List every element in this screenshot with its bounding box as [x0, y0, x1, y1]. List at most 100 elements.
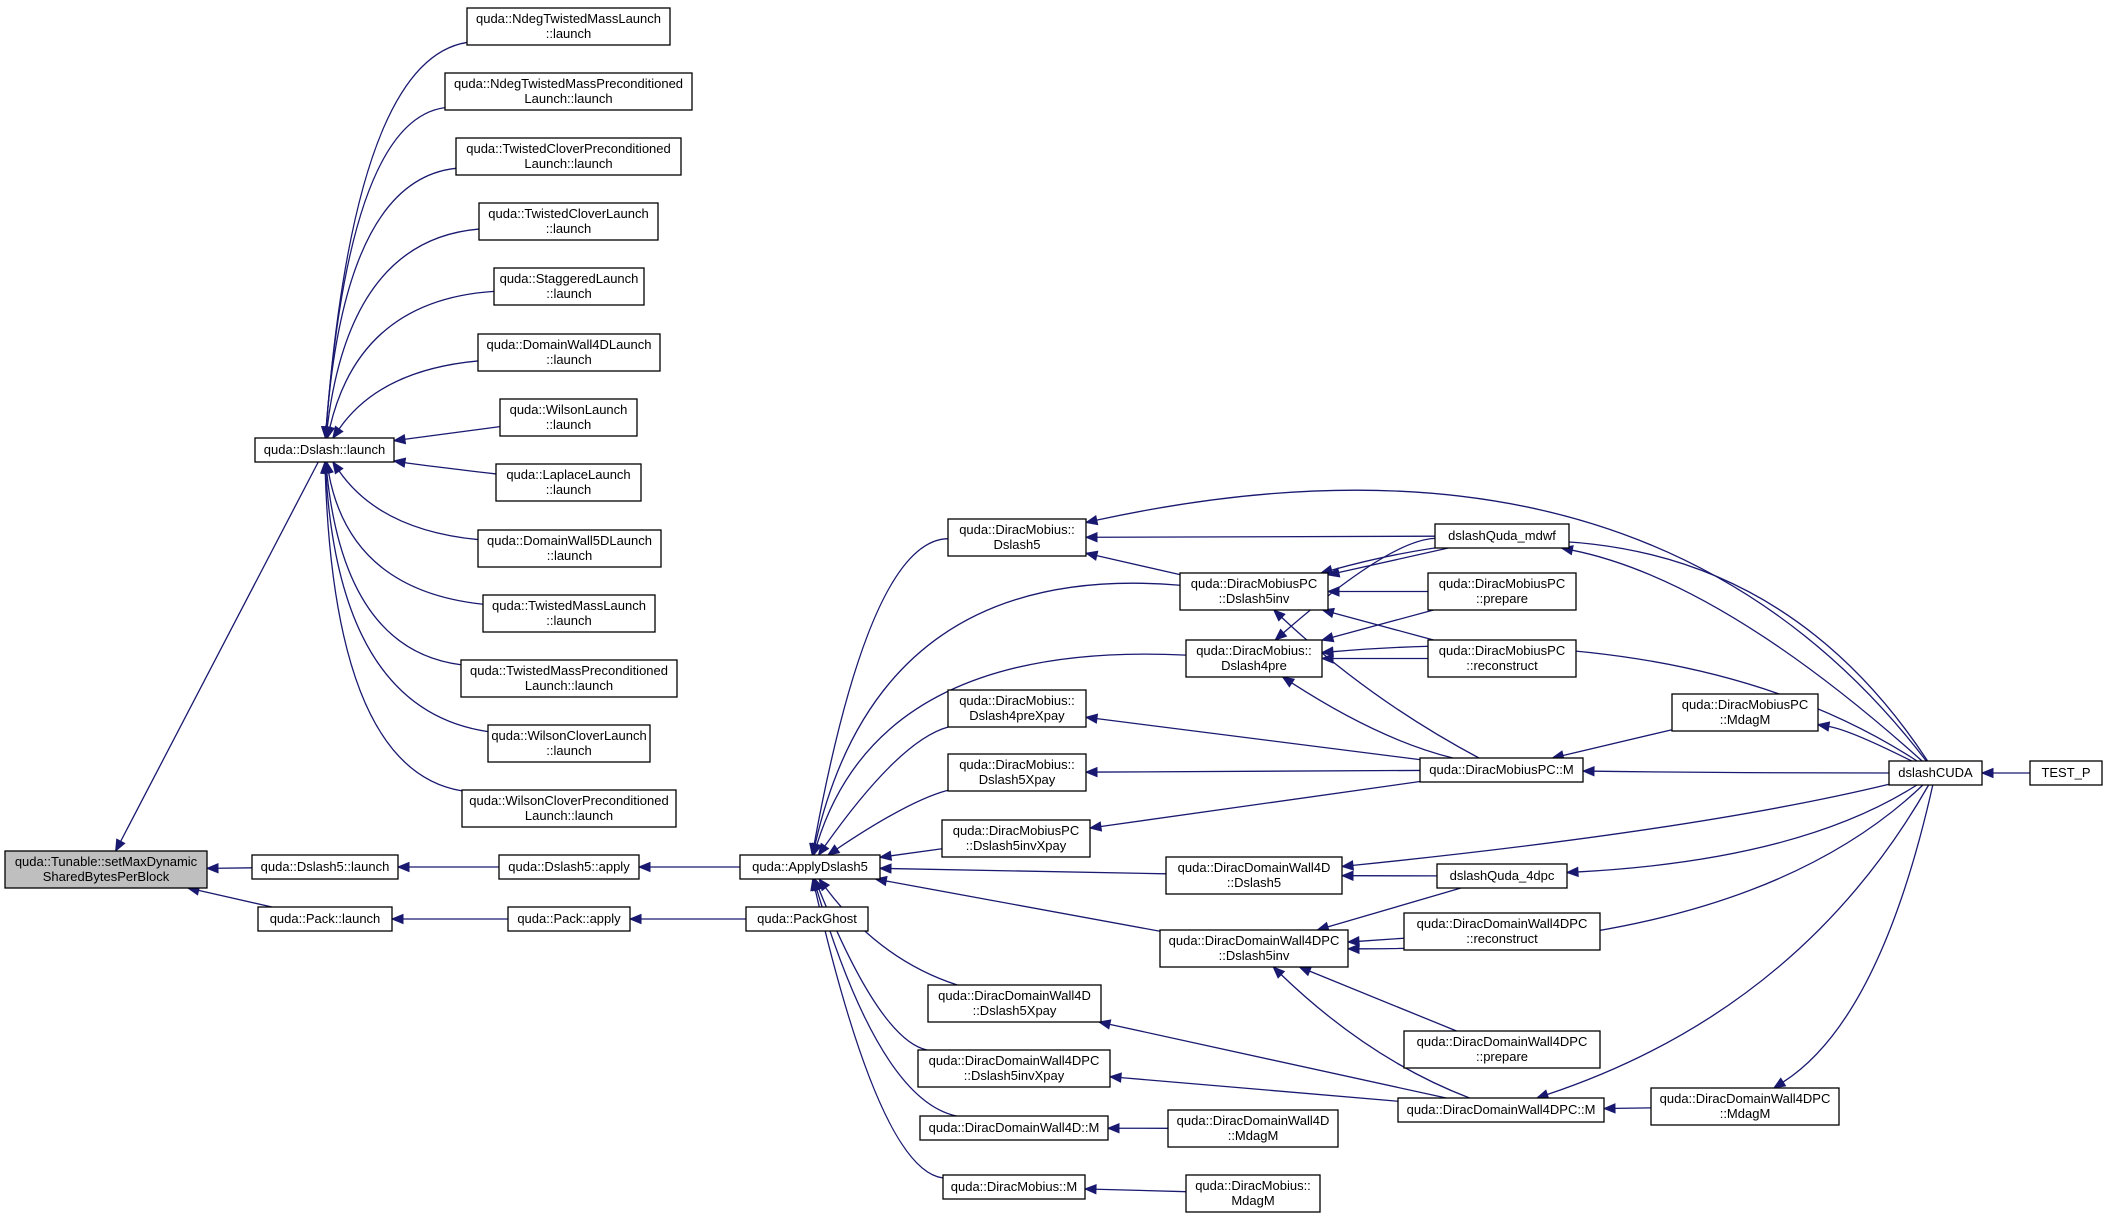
- node-label: quda::DiracDomainWall4DPC: [929, 1053, 1100, 1068]
- function-node[interactable]: dslashQuda_4dpc: [1436, 863, 1568, 889]
- function-node[interactable]: TEST_P: [2029, 760, 2103, 786]
- function-node[interactable]: quda::WilsonCloverLaunch::launch: [487, 724, 651, 763]
- function-node[interactable]: quda::Pack::apply: [507, 906, 631, 932]
- edge-n38-to-n24: [1088, 780, 1421, 832]
- function-node[interactable]: quda::Dslash5::apply: [498, 854, 640, 880]
- edge-n38-to-n29: [1272, 609, 1480, 759]
- node-label: ::launch: [547, 548, 593, 563]
- edge-n36-to-n29: [1326, 586, 1428, 597]
- function-node[interactable]: quda::StaggeredLaunch::launch: [493, 267, 645, 306]
- node-label: Dslash4pre: [1221, 658, 1287, 673]
- function-node[interactable]: quda::LaplaceLaunch::launch: [495, 463, 642, 502]
- arrowhead: [628, 913, 642, 925]
- edge-n29-to-n21: [1084, 550, 1181, 576]
- edge-n38-to-n22: [1084, 713, 1421, 761]
- node-box: [1671, 693, 1819, 732]
- edge-n32-to-n19: [874, 875, 1161, 932]
- node-box: [1419, 757, 1584, 783]
- node-label: quda::DiracDomainWall4D: [1177, 1113, 1330, 1128]
- node-label: ::launch: [546, 221, 592, 236]
- function-node[interactable]: quda::Dslash5::launch: [251, 854, 399, 880]
- function-node[interactable]: quda::Dslash::launch: [254, 437, 395, 463]
- edge-n42-to-n25: [1097, 1019, 1447, 1099]
- function-node[interactable]: quda::NdegTwistedMassLaunch::launch: [466, 7, 671, 46]
- function-node[interactable]: quda::DomainWall5DLaunch::launch: [477, 529, 662, 568]
- edge-line: [813, 538, 949, 845]
- arrowhead: [1274, 628, 1288, 641]
- function-node[interactable]: quda::Pack::launch: [257, 906, 393, 932]
- node-label: SharedBytesPerBlock: [43, 869, 170, 884]
- node-label: Launch::launch: [524, 91, 612, 106]
- node-label: dslashQuda_mdwf: [1448, 528, 1556, 543]
- function-node[interactable]: quda::DiracDomainWall4DPC::prepare: [1403, 1030, 1601, 1069]
- function-node[interactable]: quda::ApplyDslash5: [739, 854, 881, 880]
- node-box: [947, 689, 1087, 728]
- function-node[interactable]: quda::DiracMobiusPC::Dslash5inv: [1179, 572, 1329, 611]
- function-node[interactable]: quda::DiracMobiusPC::prepare: [1427, 572, 1577, 611]
- function-node[interactable]: quda::DiracDomainWall4D::Dslash5Xpay: [927, 984, 1102, 1023]
- edge-n38-to-n30: [1281, 676, 1454, 759]
- node-label: quda::ApplyDslash5: [752, 859, 868, 874]
- arrowhead: [1084, 532, 1098, 543]
- edge-n45-to-n39: [1565, 784, 1918, 878]
- function-node[interactable]: quda::DiracDomainWall4DPC::M: [1397, 1097, 1605, 1123]
- function-node[interactable]: quda::NdegTwistedMassPreconditionedLaunc…: [444, 72, 693, 111]
- edge-n35-to-n21: [1084, 532, 1436, 543]
- edge-n31-to-n19: [878, 863, 1167, 875]
- function-node[interactable]: quda::TwistedCloverPreconditionedLaunch:…: [455, 137, 682, 176]
- node-label: quda::Dslash5::launch: [261, 859, 390, 874]
- function-node[interactable]: quda::TwistedCloverLaunch::launch: [478, 202, 659, 241]
- function-node[interactable]: quda::DiracDomainWall4DPC::Dslash5inv: [1159, 929, 1349, 968]
- node-box: [941, 819, 1091, 858]
- function-node[interactable]: quda::DiracDomainWall4DPC::reconstruct: [1403, 912, 1601, 951]
- function-node[interactable]: quda::DiracMobius::Dslash5Xpay: [947, 753, 1087, 792]
- function-node[interactable]: quda::DiracDomainWall4DPC::MdagM: [1650, 1087, 1840, 1126]
- root-node[interactable]: quda::Tunable::setMaxDynamicSharedBytesP…: [4, 850, 208, 889]
- function-node[interactable]: quda::DiracDomainWall4D::M: [919, 1115, 1109, 1141]
- node-label: quda::Dslash::launch: [264, 442, 385, 457]
- arrowhead: [1272, 609, 1286, 622]
- node-label: quda::WilsonCloverLaunch: [491, 728, 646, 743]
- edge-n43-to-n38: [1551, 729, 1673, 761]
- node-label: quda::DiracDomainWall4DPC: [1417, 916, 1588, 931]
- function-node[interactable]: quda::TwistedMassLaunch::launch: [482, 594, 656, 633]
- function-node[interactable]: quda::DiracDomainWall4DPC::Dslash5invXpa…: [917, 1049, 1111, 1088]
- function-node[interactable]: quda::DiracDomainWall4D::MdagM: [1167, 1109, 1339, 1148]
- function-node[interactable]: quda::PackGhost: [745, 906, 869, 932]
- node-box: [493, 267, 645, 306]
- function-node[interactable]: quda::WilsonCloverPreconditionedLaunch::…: [461, 789, 677, 828]
- edge-n45-to-n43: [1816, 721, 1912, 762]
- edge-line: [404, 425, 501, 440]
- function-node[interactable]: quda::DiracMobius::Dslash4pre: [1185, 639, 1323, 678]
- node-box: [498, 854, 640, 880]
- node-box: [942, 1174, 1086, 1200]
- function-node[interactable]: dslashQuda_mdwf: [1434, 523, 1570, 549]
- function-node[interactable]: quda::WilsonLaunch::launch: [499, 398, 638, 437]
- node-label: Dslash5Xpay: [979, 772, 1056, 787]
- function-node[interactable]: quda::DomainWall4DLaunch::launch: [477, 333, 661, 372]
- edge-line: [1352, 783, 1890, 867]
- edge-line: [1281, 617, 1480, 759]
- edge-line: [338, 360, 479, 430]
- function-node[interactable]: quda::DiracMobiusPC::reconstruct: [1427, 639, 1577, 678]
- node-label: quda::TwistedCloverLaunch: [488, 206, 648, 221]
- edge-line: [325, 167, 457, 428]
- edge-line: [1577, 784, 1918, 873]
- arrowhead: [1602, 1103, 1616, 1114]
- function-node[interactable]: quda::DiracMobiusPC::Dslash5invXpay: [941, 819, 1091, 858]
- node-label: ::prepare: [1476, 591, 1528, 606]
- edge-n36-to-n30: [1320, 609, 1434, 643]
- edge-line: [1096, 769, 1421, 773]
- function-node[interactable]: quda::DiracMobiusPC::M: [1419, 757, 1584, 783]
- function-node[interactable]: quda::DiracMobiusPC::MdagM: [1671, 693, 1819, 732]
- function-node[interactable]: quda::TwistedMassPreconditionedLaunch::l…: [460, 659, 678, 698]
- function-node[interactable]: quda::DiracMobius::Dslash4preXpay: [947, 689, 1087, 728]
- function-node[interactable]: quda::DiracMobius::Dslash5: [947, 518, 1087, 557]
- function-node[interactable]: quda::DiracMobius::M: [942, 1174, 1086, 1200]
- edge-line: [1828, 725, 1912, 762]
- function-node[interactable]: quda::DiracDomainWall4D::Dslash5: [1165, 856, 1343, 895]
- node-box: [1185, 639, 1323, 678]
- function-node[interactable]: quda::DiracMobius::MdagM: [1185, 1174, 1321, 1213]
- function-node[interactable]: dslashCUDA: [1888, 760, 1983, 786]
- node-box: [257, 906, 393, 932]
